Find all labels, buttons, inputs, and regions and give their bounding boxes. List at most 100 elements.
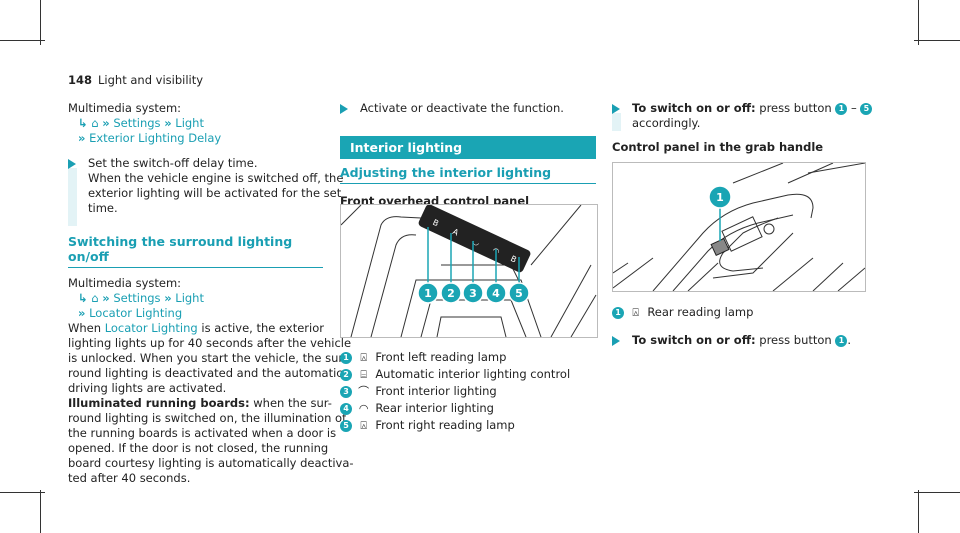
svg-text:◡: ◡ bbox=[471, 236, 481, 247]
section-heading: Switching the surround lighting on/off bbox=[68, 234, 323, 268]
legend-item: 2 ⌸ Automatic interior lighting control bbox=[340, 366, 596, 383]
home-icon: ⌂ bbox=[91, 291, 99, 305]
paragraph-line: board courtesy lighting is automatically… bbox=[68, 456, 354, 470]
menu-path-row: » Exterior Lighting Delay bbox=[68, 131, 323, 146]
callout-3: 3 bbox=[469, 287, 477, 300]
svg-text:A: A bbox=[451, 227, 460, 238]
step-text-line2: accordingly. bbox=[632, 116, 701, 130]
instruction-step: To switch on or off: press button 1 – 5 … bbox=[612, 101, 873, 131]
section-title: Light and visibility bbox=[98, 73, 204, 87]
column-3-lower: 1 ⍓ Rear reading lamp To switch on or of… bbox=[612, 304, 867, 348]
button-ref-1: 1 bbox=[835, 102, 848, 115]
crop-mark bbox=[914, 40, 960, 41]
text-run: – bbox=[847, 101, 861, 115]
legend-item: 1 ⍓ Front left reading lamp bbox=[340, 349, 596, 366]
legend-number: 1 bbox=[612, 306, 624, 319]
instruction-step: Activate or deactivate the function. bbox=[340, 101, 596, 116]
return-arrow-icon: ↳ bbox=[78, 116, 88, 130]
path-locator-lighting: Locator Lighting bbox=[89, 306, 183, 320]
reading-lamp-icon: ⍓ bbox=[360, 419, 367, 432]
paragraph-line: is unlocked. When you start the vehicle,… bbox=[68, 351, 347, 365]
legend-text: Rear interior lighting bbox=[375, 401, 494, 415]
subheading: Control panel in the grab handle bbox=[612, 140, 824, 154]
reading-lamp-icon: ⍓ bbox=[632, 306, 639, 319]
paragraph-line: When Locator Lighting is active, the ext… bbox=[68, 321, 324, 336]
step-detail: time. bbox=[88, 201, 118, 215]
rear-interior-icon: ◠ bbox=[358, 402, 369, 415]
paragraph-line: round lighting is deactivated and the au… bbox=[68, 366, 343, 380]
crop-mark bbox=[914, 492, 960, 493]
button-ref-1: 1 bbox=[835, 334, 848, 347]
legend-text: Front interior lighting bbox=[375, 384, 497, 398]
paragraph-line: the running boards is activated when a d… bbox=[68, 426, 337, 440]
legend-text: Rear reading lamp bbox=[647, 305, 754, 319]
path-settings: Settings bbox=[113, 291, 161, 305]
text-run: . bbox=[847, 333, 852, 347]
text-run: press button bbox=[755, 333, 836, 347]
figure-legend: 1 ⍓ Front left reading lamp 2 ⌸ Automati… bbox=[340, 349, 596, 434]
column-2: Activate or deactivate the function. Int… bbox=[340, 101, 596, 208]
paragraph-line: opened. If the door is not closed, the r… bbox=[68, 441, 329, 455]
instruction-step: To switch on or off: press button 1. bbox=[612, 333, 867, 348]
system-label: Multimedia system: bbox=[68, 276, 182, 290]
path-settings: Settings bbox=[113, 116, 161, 130]
grab-handle-illustration: 1 bbox=[613, 163, 865, 291]
crop-mark bbox=[918, 0, 919, 45]
legend-number: 1 bbox=[340, 351, 352, 364]
step-arrow-icon bbox=[612, 336, 620, 346]
menu-path-row: » Locator Lighting bbox=[68, 306, 323, 321]
crop-mark bbox=[0, 40, 45, 41]
step-text: To switch on or off: press button 1. bbox=[612, 333, 867, 348]
double-chevron-icon: » bbox=[78, 131, 86, 145]
auto-light-icon: ⌸ bbox=[360, 368, 367, 381]
locator-lighting-ref: Locator Lighting bbox=[104, 321, 198, 335]
step-label: To switch on or off: bbox=[632, 101, 756, 115]
text-run: press button bbox=[755, 101, 836, 115]
step-text: To switch on or off: press button 1 – 5 bbox=[632, 101, 873, 116]
path-light: Light bbox=[175, 116, 204, 130]
callout-1: 1 bbox=[716, 191, 724, 204]
step-arrow-icon bbox=[68, 159, 76, 169]
home-icon: ⌂ bbox=[91, 116, 99, 130]
callout-1: 1 bbox=[424, 287, 432, 300]
section-heading: Adjusting the interior lighting bbox=[340, 165, 596, 184]
double-chevron-icon: » bbox=[78, 306, 86, 320]
step-arrow-icon bbox=[340, 104, 348, 114]
menu-path-row: ↳ ⌂ » Settings » Light bbox=[68, 116, 323, 131]
legend-item: 3 ⌒ Front interior lighting bbox=[340, 383, 596, 400]
double-chevron-icon: » bbox=[102, 291, 110, 305]
legend-number: 4 bbox=[340, 402, 352, 415]
reading-lamp-icon: ⍓ bbox=[360, 351, 367, 364]
step-bar bbox=[68, 168, 77, 226]
menu-path-row: ↳ ⌂ » Settings » Light bbox=[68, 291, 323, 306]
step-arrow-icon bbox=[612, 104, 620, 114]
text-run: when the sur- bbox=[249, 396, 332, 410]
column-1: Multimedia system: ↳ ⌂ » Settings » Ligh… bbox=[68, 101, 354, 486]
svg-text:B: B bbox=[431, 218, 440, 228]
legend-item: 1 ⍓ Rear reading lamp bbox=[612, 304, 867, 321]
path-exterior-lighting-delay: Exterior Lighting Delay bbox=[89, 131, 222, 145]
callout-4: 4 bbox=[492, 287, 500, 300]
path-light: Light bbox=[175, 291, 204, 305]
crop-mark bbox=[40, 490, 41, 533]
step-detail: exterior lighting will be activated for … bbox=[88, 186, 342, 200]
legend-number: 2 bbox=[340, 368, 352, 381]
instruction-step: Set the switch-off delay time. When the … bbox=[68, 156, 343, 226]
svg-text:B: B bbox=[509, 254, 518, 264]
legend-item: 4 ◠ Rear interior lighting bbox=[340, 400, 596, 417]
legend-number: 3 bbox=[340, 385, 352, 398]
step-bar bbox=[612, 113, 621, 131]
paragraph-line: round lighting is switched on, the illum… bbox=[68, 411, 347, 425]
front-interior-icon: ⌒ bbox=[358, 385, 370, 398]
step-text: Set the switch-off delay time. bbox=[88, 156, 258, 170]
callout-2: 2 bbox=[447, 287, 455, 300]
system-label: Multimedia system: bbox=[68, 101, 182, 115]
overhead-panel-figure: B A ◡ ◠ B 1 2 3 4 5 bbox=[340, 204, 598, 338]
return-arrow-icon: ↳ bbox=[78, 291, 88, 305]
paragraph-line: Illuminated running boards: when the sur… bbox=[68, 396, 332, 411]
overhead-panel-illustration: B A ◡ ◠ B 1 2 3 4 5 bbox=[341, 205, 597, 337]
step-text: Activate or deactivate the function. bbox=[360, 101, 564, 115]
text-run: is active, the exterior bbox=[197, 321, 324, 335]
double-chevron-icon: » bbox=[164, 291, 172, 305]
